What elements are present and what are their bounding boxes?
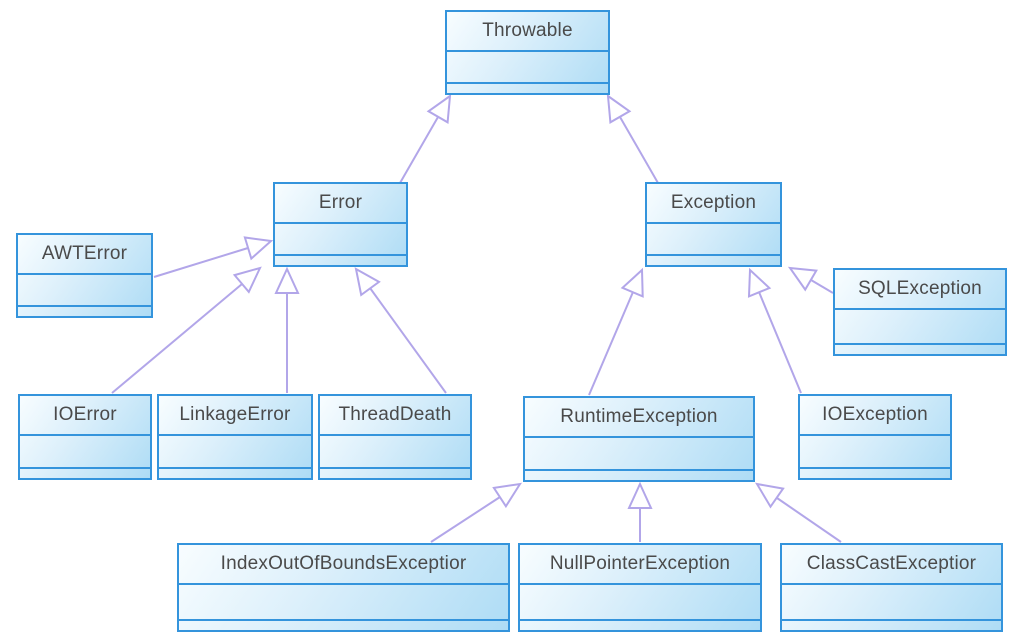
class-box-sqlexception: SQLException: [833, 268, 1007, 356]
attributes-compartment: [647, 224, 780, 254]
attributes-compartment: [447, 52, 608, 82]
hollow-triangle-icon: [274, 266, 300, 294]
class-box-error: Error: [273, 182, 408, 267]
class-name: RuntimeException: [525, 398, 753, 438]
hollow-triangle-icon: [787, 266, 818, 292]
class-box-ioerror: IOError: [18, 394, 152, 480]
inheritance-arrow-threaddeath-to-error: [354, 267, 447, 394]
hollow-triangle-icon: [243, 236, 274, 261]
inheritance-arrow-ioexception-to-exception: [747, 267, 802, 394]
attributes-compartment: [275, 224, 406, 254]
operations-compartment: [320, 467, 470, 478]
inheritance-arrow-awterror-to-error: [153, 236, 274, 278]
hollow-triangle-icon: [492, 482, 523, 509]
inheritance-arrow-classcast-to-runtimeexception: [755, 482, 842, 543]
hollow-triangle-icon: [354, 267, 381, 297]
operations-compartment: [782, 619, 1001, 630]
operations-compartment: [520, 619, 760, 630]
class-name: AWTError: [18, 235, 151, 275]
class-box-awterror: AWTError: [16, 233, 153, 318]
operations-compartment: [835, 343, 1005, 354]
operations-compartment: [800, 467, 950, 478]
class-box-classcastexception: ClassCastExceptior: [780, 543, 1003, 632]
attributes-compartment: [525, 438, 753, 469]
operations-compartment: [159, 467, 311, 478]
class-name: IOException: [800, 396, 950, 436]
class-box-exception: Exception: [645, 182, 782, 267]
class-box-threaddeath: ThreadDeath: [318, 394, 472, 480]
operations-compartment: [447, 82, 608, 93]
operations-compartment: [525, 469, 753, 480]
class-box-nullpointerexception: NullPointerException: [518, 543, 762, 632]
class-box-throwable: Throwable: [445, 10, 610, 95]
attributes-compartment: [18, 275, 151, 305]
class-name: Error: [275, 184, 406, 224]
class-name: SQLException: [835, 270, 1005, 310]
operations-compartment: [647, 254, 780, 265]
attributes-compartment: [800, 436, 950, 467]
hollow-triangle-icon: [620, 267, 644, 298]
inheritance-arrow-error-to-throwable: [399, 93, 452, 184]
hollow-triangle-icon: [606, 93, 632, 124]
attributes-compartment: [320, 436, 470, 467]
operations-compartment: [179, 619, 508, 630]
operations-compartment: [275, 254, 406, 265]
class-name: ThreadDeath: [320, 396, 470, 436]
class-name: Throwable: [447, 12, 608, 52]
class-box-ioexception: IOException: [798, 394, 952, 480]
class-box-runtimeexception: RuntimeException: [523, 396, 755, 482]
class-name: IndexOutOfBoundsExceptior: [179, 545, 508, 585]
hollow-triangle-icon: [232, 266, 262, 294]
attributes-compartment: [782, 585, 1001, 619]
class-name: LinkageError: [159, 396, 311, 436]
class-name: Exception: [647, 184, 780, 224]
inheritance-arrow-indexoutofbounds-to-runtimeexception: [430, 482, 523, 543]
attributes-compartment: [520, 585, 760, 619]
inheritance-arrow-linkageerror-to-error: [274, 266, 300, 393]
hollow-triangle-icon: [627, 481, 653, 509]
attributes-compartment: [20, 436, 150, 467]
hollow-triangle-icon: [426, 93, 452, 124]
class-box-linkageerror: LinkageError: [157, 394, 313, 480]
attributes-compartment: [179, 585, 508, 619]
inheritance-arrow-exception-to-throwable: [606, 93, 659, 184]
class-name: ClassCastExceptior: [782, 545, 1001, 585]
inheritance-arrow-runtimeexception-to-exception: [588, 267, 644, 396]
operations-compartment: [18, 305, 151, 316]
hollow-triangle-icon: [747, 267, 772, 298]
inheritance-arrow-sqlexception-to-exception: [787, 266, 834, 294]
operations-compartment: [20, 467, 150, 478]
attributes-compartment: [159, 436, 311, 467]
attributes-compartment: [835, 310, 1005, 343]
class-box-indexoutofboundsexception: IndexOutOfBoundsExceptior: [177, 543, 510, 632]
class-name: NullPointerException: [520, 545, 760, 585]
inheritance-arrow-nullpointer-to-runtimeexception: [627, 481, 653, 542]
class-name: IOError: [20, 396, 150, 436]
hollow-triangle-icon: [755, 482, 785, 509]
